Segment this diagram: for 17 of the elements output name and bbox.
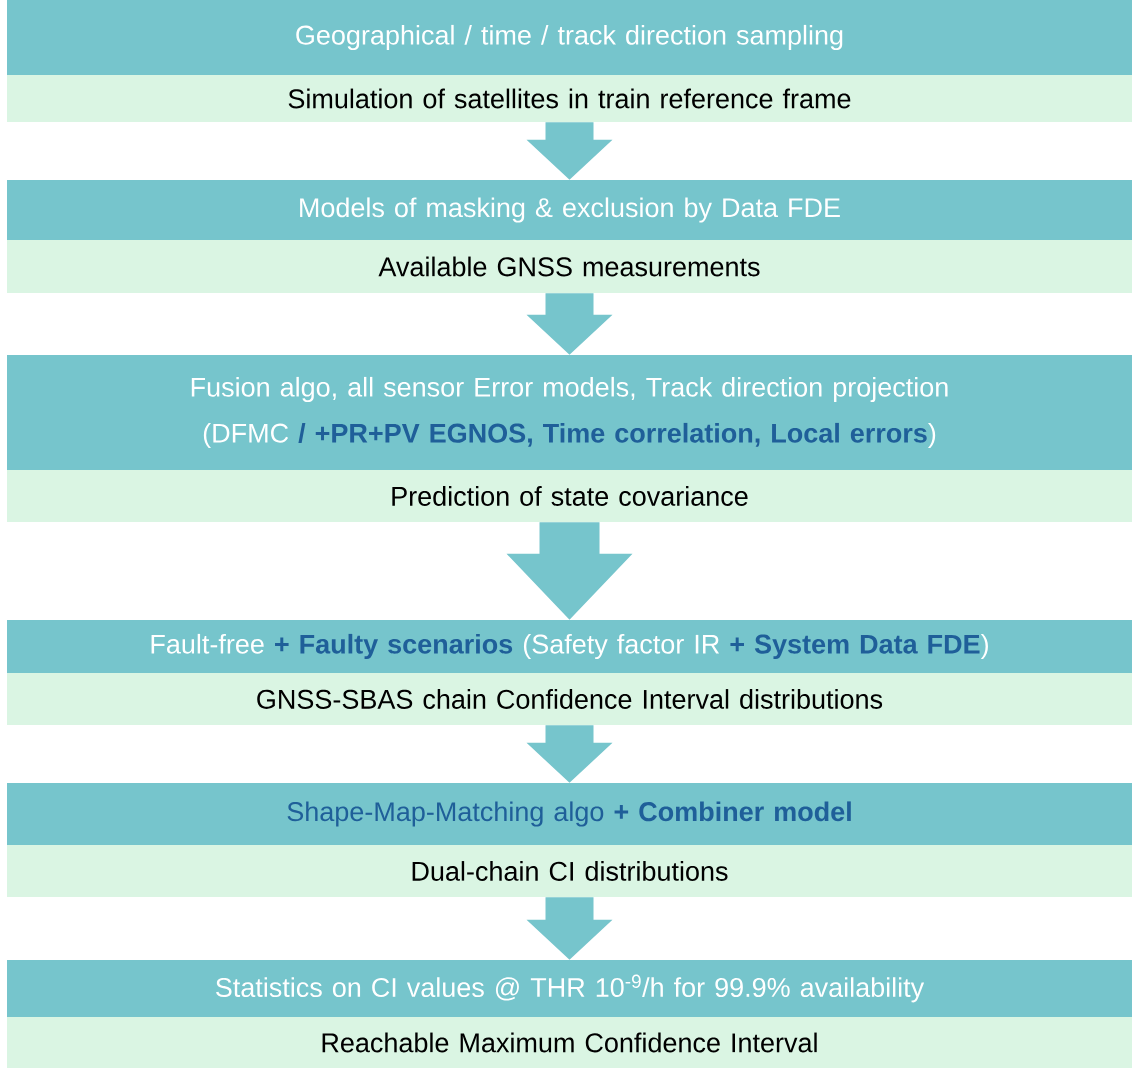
step-header-box: Geographical / time / track direction sampling [7,0,1132,75]
step-header-box: Models of masking & exclusion by Data FDE [7,180,1132,240]
result-band: Reachable Maximum Confidence Interval [7,1017,1132,1068]
result-band: Available GNSS measurements [7,240,1132,293]
step-header-box: Fusion algo, all sensor Error models, Track direction projection (DFMC / +PR+PV EGNOS, Time correlation, Local errors) [7,355,1132,470]
result-band: GNSS-SBAS chain Confidence Interval distributions [7,673,1132,725]
block-arrow [526,122,613,180]
result-band: Simulation of satellites in train reference frame [7,75,1132,122]
result-band: Prediction of state covariance [7,470,1132,522]
block-arrow [526,725,613,783]
block-arrow [526,897,613,960]
step-header-box: Shape-Map-Matching algo + Combiner model [7,783,1132,845]
step-header-box: Statistics on CI values @ THR 10$^{-9}$/h for 99.9% availability [7,960,1132,1017]
step-header-box: Fault-free + Faulty scenarios (Safety factor IR + System Data FDE) [7,620,1132,673]
block-arrow [526,293,613,355]
block-arrow [506,522,633,620]
result-band: Dual-chain CI distributions [7,845,1132,897]
